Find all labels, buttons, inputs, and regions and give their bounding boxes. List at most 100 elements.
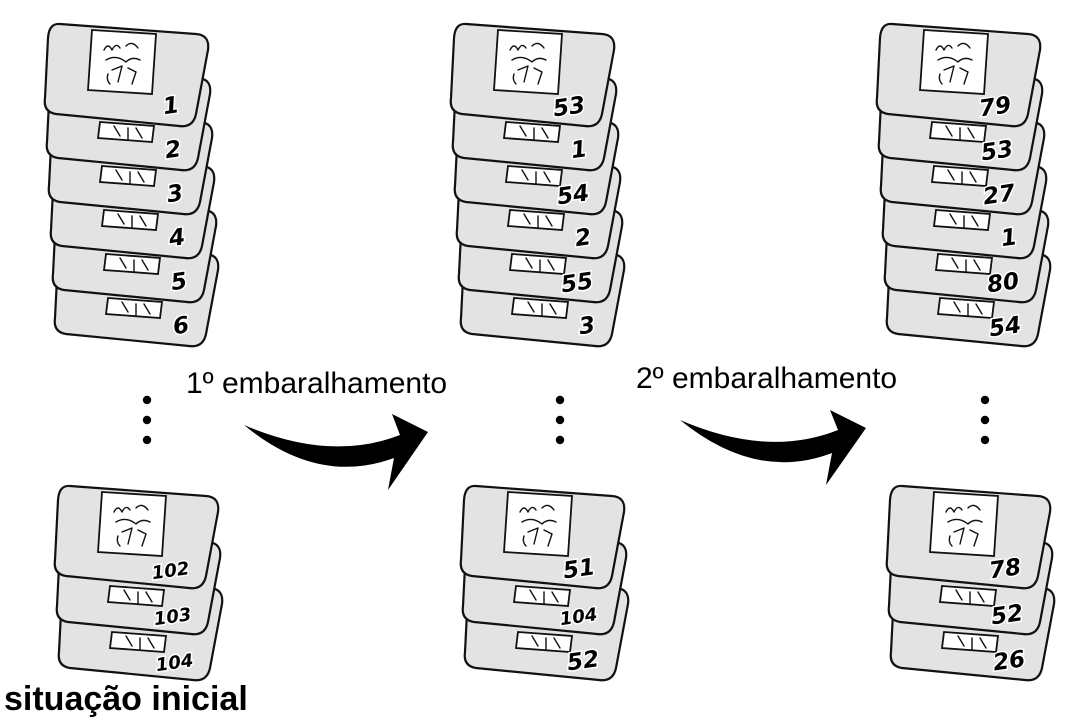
ellipsis-dot <box>555 395 565 405</box>
card: 79 <box>875 22 1042 128</box>
card-figure-icon <box>527 301 557 317</box>
card-figure-icon <box>949 213 979 229</box>
card: 102 <box>53 484 220 590</box>
card-number: 6 <box>171 312 190 340</box>
card-figure-icon <box>123 589 153 605</box>
card-number: 1 <box>161 92 180 120</box>
card: 51 <box>459 484 626 590</box>
card-number: 51 <box>562 554 597 584</box>
ellipsis-dot <box>980 415 990 425</box>
card-number: 52 <box>990 600 1025 630</box>
shuffle-2-label: 2º embaralhamento <box>636 362 898 395</box>
card-face-frame <box>938 585 998 607</box>
card-number: 80 <box>986 268 1021 298</box>
card-figure-icon <box>529 589 559 605</box>
card-face-frame <box>919 29 989 95</box>
card-face-frame <box>503 491 573 557</box>
card-face-frame <box>108 631 168 653</box>
card-face-frame <box>512 585 572 607</box>
card-figure-icon <box>947 169 977 185</box>
card-face-frame <box>508 253 568 275</box>
card-number: 78 <box>988 554 1023 584</box>
card-figure-icon <box>957 635 987 651</box>
arrow-shuffle-2-icon <box>680 410 866 485</box>
figure-strokes <box>945 504 983 547</box>
card-face-frame <box>106 585 166 607</box>
card-figure-icon <box>523 213 553 229</box>
card-figure-icon <box>115 169 145 185</box>
card-figure-icon <box>519 125 549 141</box>
card-number: 27 <box>982 180 1017 210</box>
figure-strokes <box>113 504 151 547</box>
card-figure-icon <box>945 504 983 547</box>
card-face-frame <box>940 631 1000 653</box>
figure-strokes <box>935 42 973 85</box>
shuffle-1-label: 1º embaralhamento <box>186 367 448 400</box>
ellipsis-dot <box>555 415 565 425</box>
card-number: 53 <box>980 136 1015 166</box>
card-face-frame <box>934 253 994 275</box>
card-number: 79 <box>978 92 1013 122</box>
card-number: 5 <box>169 268 188 296</box>
card: 78 <box>885 484 1052 590</box>
ellipsis-dot <box>142 435 152 445</box>
card-face-frame <box>493 29 563 95</box>
card-number: 54 <box>556 180 591 210</box>
card-face-frame <box>928 121 988 143</box>
card-face-frame <box>504 165 564 187</box>
card-face-frame <box>514 631 574 653</box>
card-figure-icon <box>103 42 141 85</box>
card-figure-icon <box>117 213 147 229</box>
card-face-frame <box>87 29 157 95</box>
card-number: 3 <box>577 312 596 340</box>
ellipsis-dot <box>980 395 990 405</box>
card-number: 2 <box>163 136 182 164</box>
card-face-frame <box>929 491 999 557</box>
figure-strokes <box>519 504 557 547</box>
card-figure-icon <box>113 504 151 547</box>
card-face-frame <box>104 297 164 319</box>
card-face-frame <box>96 121 156 143</box>
ellipsis-dot <box>142 395 152 405</box>
card: 53 <box>449 22 616 128</box>
card-figure-icon <box>955 589 985 605</box>
card-figure-icon <box>953 301 983 317</box>
arrow-shuffle-1-icon <box>244 414 428 490</box>
card-number: 3 <box>165 180 184 208</box>
card-figure-icon <box>509 42 547 85</box>
card-figure-icon <box>521 169 551 185</box>
card-number: 4 <box>166 224 186 252</box>
card-figure-icon <box>935 42 973 85</box>
ellipsis-dot <box>142 415 152 425</box>
initial-state-label: situação inicial <box>4 680 248 718</box>
card-figure-icon <box>519 504 557 547</box>
ellipsis-dots <box>142 395 990 445</box>
card-number: 53 <box>552 92 587 122</box>
ellipsis-dot <box>980 435 990 445</box>
card-figure-icon <box>525 257 555 273</box>
ellipsis-dot <box>555 435 565 445</box>
card-face-frame <box>102 253 162 275</box>
card-number: 55 <box>560 268 595 298</box>
card-face-frame <box>932 209 992 231</box>
figure-strokes <box>103 42 141 85</box>
card-face-frame <box>98 165 158 187</box>
card-face-frame <box>502 121 562 143</box>
card-face-frame <box>936 297 996 319</box>
card-face-frame <box>97 491 167 557</box>
card-figure-icon <box>951 257 981 273</box>
card-stacks: 6543211041031023552541535210451548012753… <box>43 22 1056 682</box>
card-face-frame <box>510 297 570 319</box>
card-number: 1 <box>999 224 1018 252</box>
card-number: 2 <box>573 224 592 252</box>
card-figure-icon <box>113 125 143 141</box>
card-figure-icon <box>531 635 561 651</box>
figure-strokes <box>509 42 547 85</box>
card-figure-icon <box>945 125 975 141</box>
card-figure-icon <box>121 301 151 317</box>
card-number: 52 <box>566 646 601 676</box>
card-figure-icon <box>119 257 149 273</box>
